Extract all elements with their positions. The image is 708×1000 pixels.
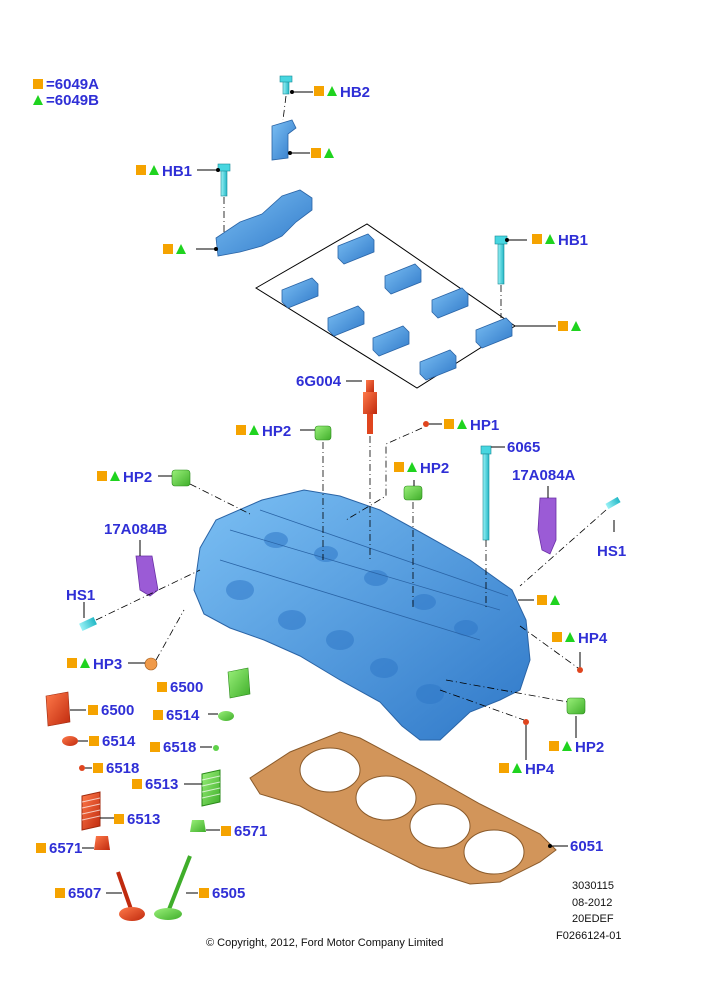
label-hb2: HB2 <box>340 84 370 101</box>
copyright-notice: © Copyright, 2012, Ford Motor Company Li… <box>206 937 443 949</box>
meta-line-3: 20EDEF <box>572 913 614 925</box>
legend-square-text: =6049A <box>46 76 99 93</box>
legend-triangle-text: =6049B <box>46 92 99 109</box>
label-hp1: HP1 <box>470 417 499 434</box>
plug-hp2-top <box>300 425 332 560</box>
bracket-17a084b <box>135 540 159 597</box>
plug-hp3 <box>128 609 185 671</box>
label-hp2-top: HP2 <box>262 423 291 440</box>
plug-hp2-left <box>158 469 251 515</box>
bracket-17a084a <box>537 486 557 555</box>
label-hp2-mid: HP2 <box>420 460 449 477</box>
label-6514-red: 6514 <box>102 733 136 750</box>
label-hp2-left: HP2 <box>123 469 152 486</box>
label-6571-green: 6571 <box>234 823 267 840</box>
sensor-6g004 <box>363 380 377 560</box>
label-hb1-right: HB1 <box>558 232 588 249</box>
side-markers <box>439 599 586 760</box>
label-hp4-right: HP4 <box>578 630 608 647</box>
plug-hp2-mid <box>403 480 423 610</box>
label-17a084a: 17A084A <box>512 467 576 484</box>
plug-hp1 <box>345 421 442 521</box>
label-hp3: HP3 <box>93 656 122 673</box>
valve-train-parts <box>45 667 251 921</box>
camshaft-bracket-assembly <box>196 75 313 257</box>
label-6g004: 6G004 <box>296 373 342 390</box>
bolt-6065 <box>480 445 505 610</box>
legend: =6049A =6049B <box>33 76 99 109</box>
legend-square-icon <box>33 79 43 89</box>
label-hs1-left: HS1 <box>66 587 95 604</box>
label-6518-red: 6518 <box>106 760 139 777</box>
cylinder-head <box>193 489 531 741</box>
document-metadata: 3030115 08-2012 20EDEF F0266124-01 <box>556 880 621 942</box>
meta-line-4: F0266124-01 <box>556 930 621 942</box>
label-hp2-bottom: HP2 <box>575 739 604 756</box>
label-6518-green: 6518 <box>163 739 196 756</box>
label-6065: 6065 <box>507 439 540 456</box>
bearing-caps-set <box>255 223 556 389</box>
callout-labels: HB2 HB1 HB1 6G004 HP2 HP1 6065 HP2 HP2 1… <box>36 84 626 902</box>
label-6500-green: 6500 <box>170 679 203 696</box>
label-6514-green: 6514 <box>166 707 200 724</box>
bolt-hs1-left <box>79 569 201 632</box>
label-hs1-right: HS1 <box>597 543 626 560</box>
label-6507: 6507 <box>68 885 101 902</box>
meta-line-1: 3030115 <box>572 880 614 892</box>
bolt-hs1-right <box>519 496 621 587</box>
label-17a084b: 17A084B <box>104 521 168 538</box>
label-6505: 6505 <box>212 885 245 902</box>
label-hp4-bottom: HP4 <box>525 761 555 778</box>
legend-triangle-icon <box>33 95 43 105</box>
label-6500-red: 6500 <box>101 702 134 719</box>
label-6513-green: 6513 <box>145 776 178 793</box>
label-6513-red: 6513 <box>127 811 160 828</box>
label-hb1-left: HB1 <box>162 163 192 180</box>
meta-line-2: 08-2012 <box>572 897 612 909</box>
label-6051: 6051 <box>570 838 603 855</box>
label-6571-red: 6571 <box>49 840 82 857</box>
head-gasket <box>249 731 568 885</box>
